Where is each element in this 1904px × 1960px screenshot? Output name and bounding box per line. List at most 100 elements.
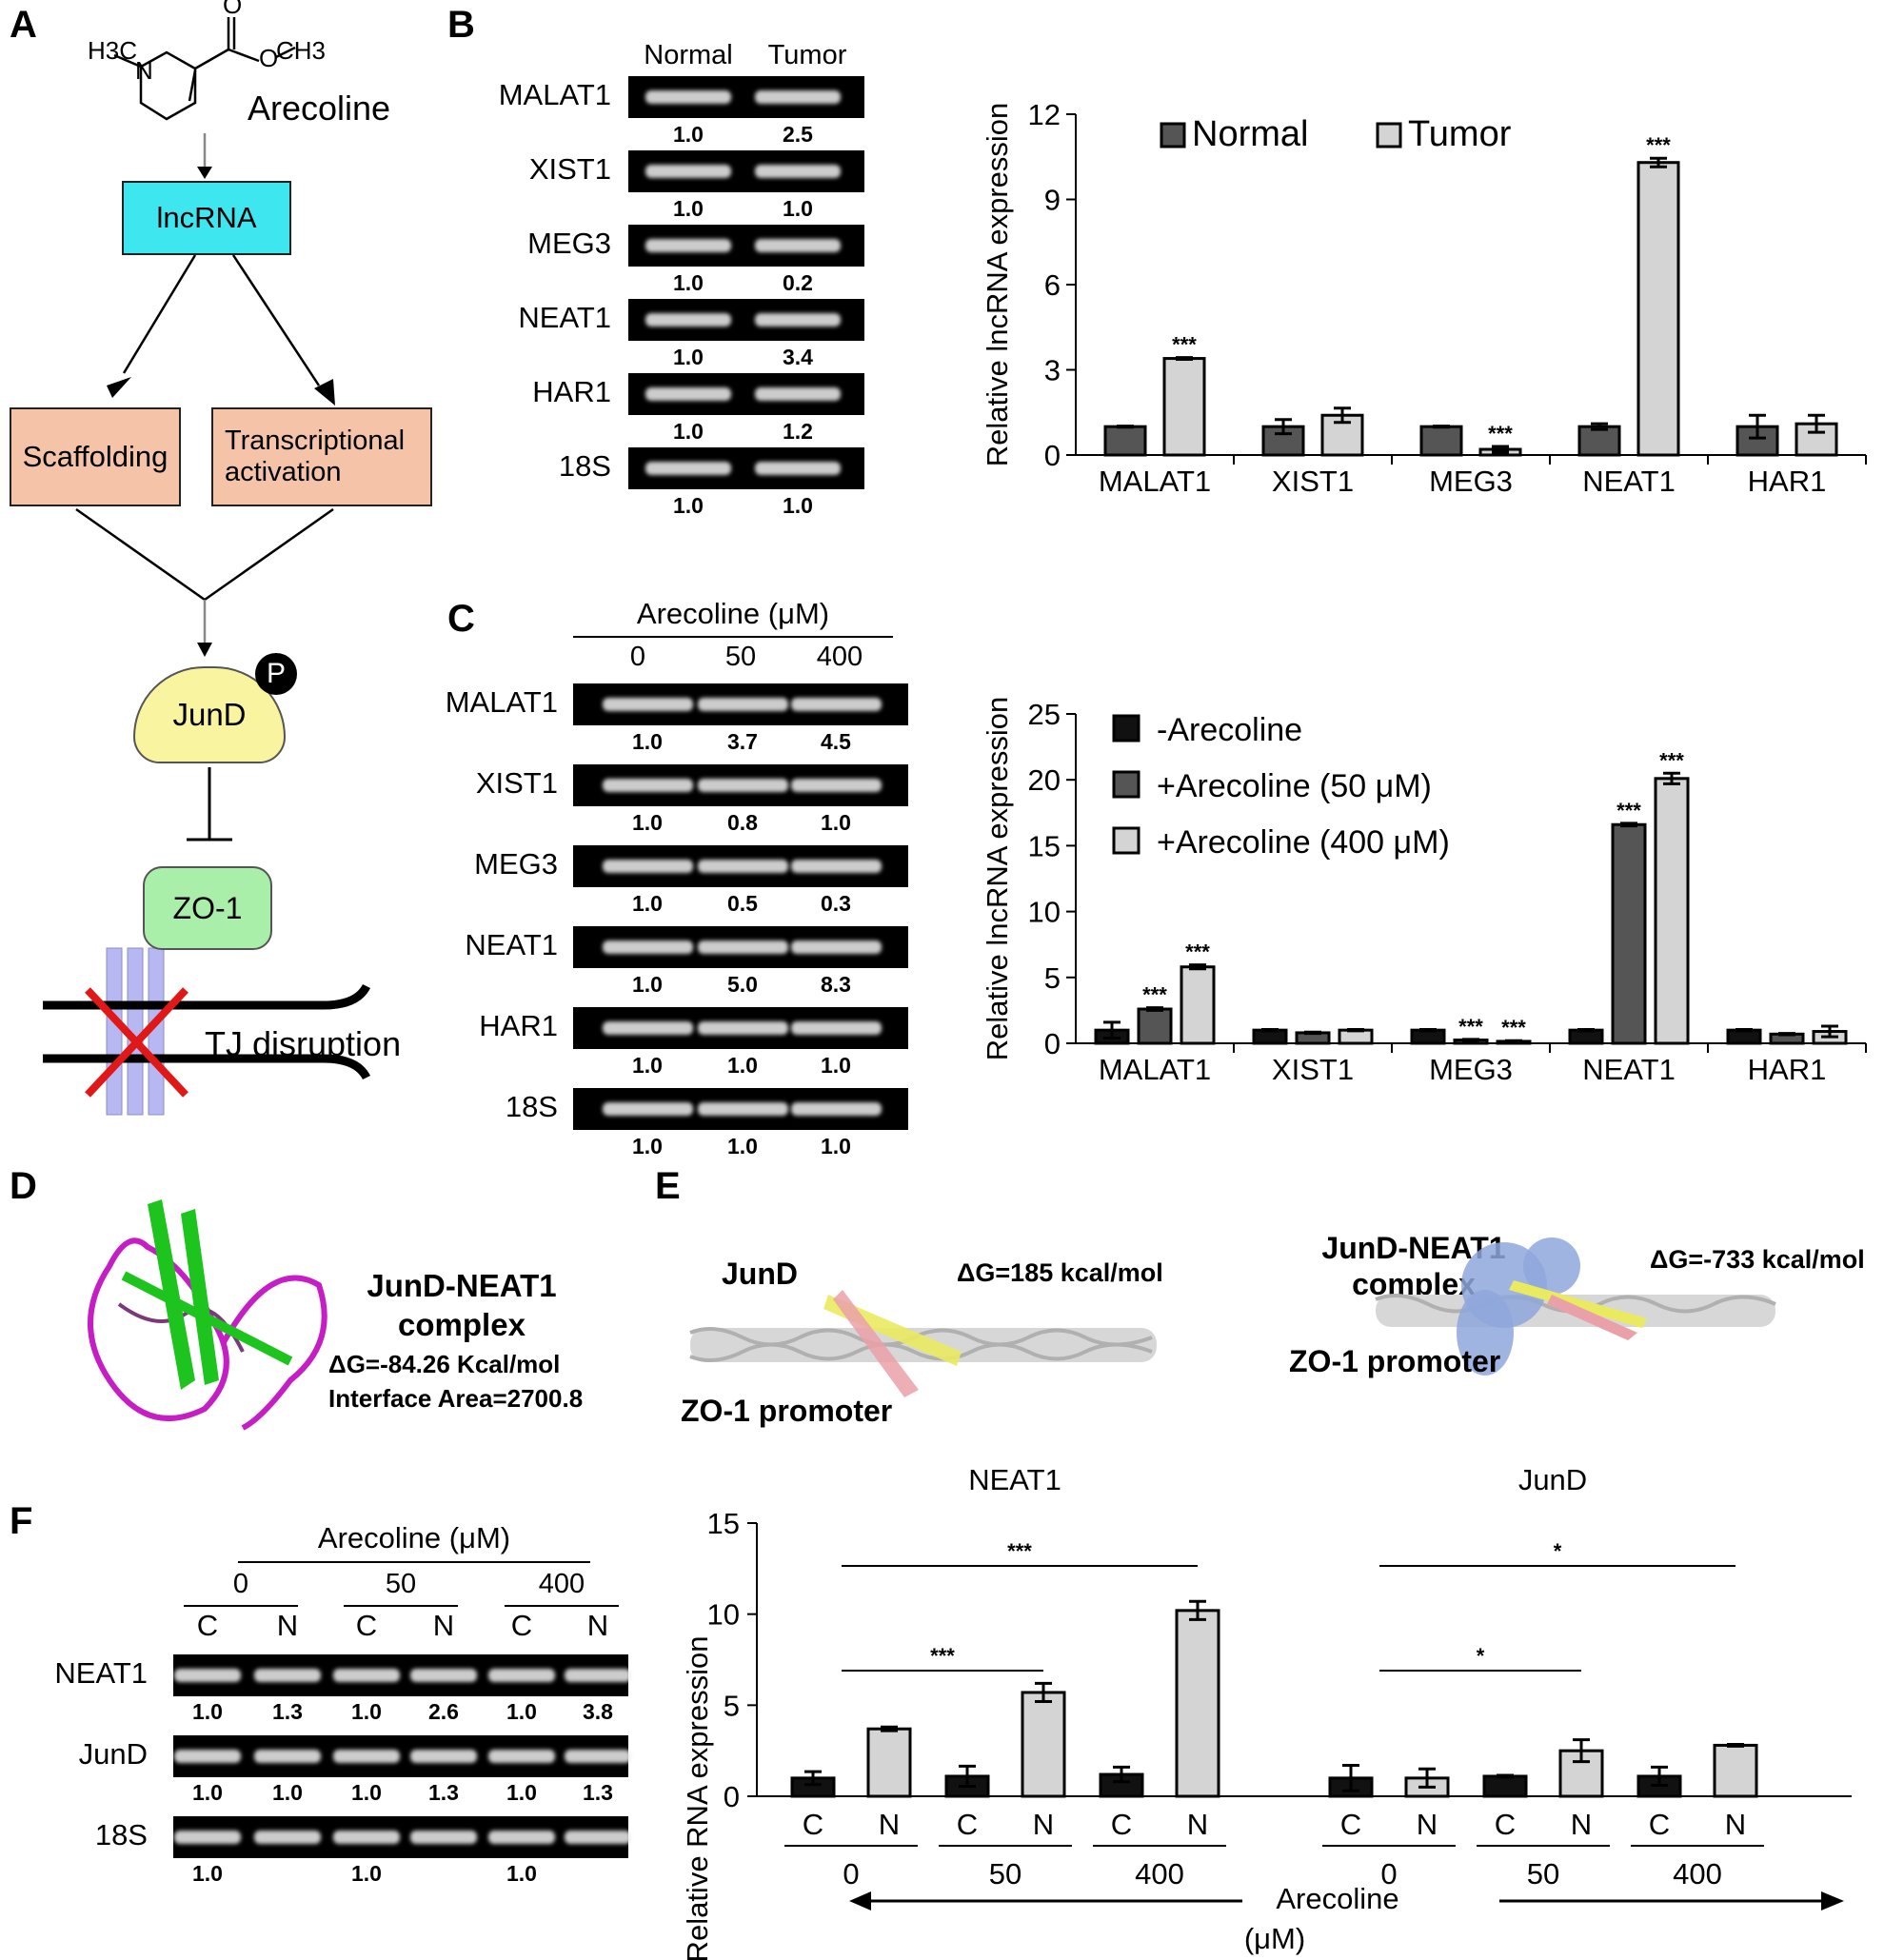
legend-swatch xyxy=(1112,770,1140,799)
legend-swatch xyxy=(1160,122,1186,148)
significance-label: *** xyxy=(930,1644,955,1668)
gel-row-label: 18S xyxy=(558,449,611,483)
zo1-box: ZO-1 xyxy=(143,866,272,950)
transcriptional-box: Transcriptional activation xyxy=(211,407,432,506)
gel-strip xyxy=(173,1816,628,1858)
panel-a-diagram: H3C N O O CH3 Arecoline xyxy=(43,0,390,1116)
gel-band xyxy=(254,1831,321,1844)
gel-quant: 1.3 xyxy=(272,1699,303,1724)
fraction-label: N xyxy=(1725,1808,1746,1841)
bar xyxy=(1795,422,1838,457)
gel-band xyxy=(333,1750,400,1763)
gel-quant: 1.0 xyxy=(192,1780,223,1805)
significance-label: *** xyxy=(1659,748,1684,772)
fraction-label: N xyxy=(1033,1808,1054,1841)
panel-c-header: Arecoline (μM) xyxy=(636,597,830,630)
y-tick-label: 10 xyxy=(707,1598,740,1632)
gel-band xyxy=(755,90,841,104)
jund-dna-docking-image xyxy=(689,1290,1157,1397)
gel-quant: 4.5 xyxy=(821,729,851,754)
y-axis-label: Relative lncRNA expression xyxy=(981,103,1014,467)
gel-band xyxy=(602,1021,693,1035)
panel-e-jund: JunD xyxy=(722,1257,798,1291)
fraction-label: N xyxy=(1417,1808,1438,1841)
panel-d-letter: D xyxy=(10,1165,37,1207)
gel-quant: 1.0 xyxy=(673,493,704,518)
panel-f-fraction-head: C xyxy=(196,1609,219,1642)
significance-label: *** xyxy=(1646,133,1671,157)
legend-label: -Arecoline xyxy=(1157,712,1302,748)
y-tick-label: 15 xyxy=(1028,829,1061,862)
gel-quant: 2.6 xyxy=(428,1699,459,1724)
legend-label: Normal xyxy=(1192,114,1308,154)
branch-arrows xyxy=(122,254,321,386)
gel-band xyxy=(697,779,788,792)
gel-row-label: MALAT1 xyxy=(445,685,558,719)
gel-row-label: NEAT1 xyxy=(518,301,611,334)
panel-b-column-head: Tumor xyxy=(767,40,847,70)
gel-quant: 1.0 xyxy=(821,1134,851,1158)
gel-band xyxy=(333,1669,400,1682)
gel-row-label: XIST1 xyxy=(528,152,611,186)
gel-band xyxy=(174,1750,241,1763)
gel-band xyxy=(254,1750,321,1763)
gel-band xyxy=(645,313,731,327)
x-category-label: XIST1 xyxy=(1272,1053,1354,1086)
gel-strip xyxy=(173,1654,628,1696)
gel-row-label: NEAT1 xyxy=(465,928,558,961)
rna-protein-structure-image xyxy=(88,1199,327,1431)
dose-label: 0 xyxy=(1380,1857,1397,1891)
inhibit-symbol xyxy=(187,767,232,841)
panel-f-fraction-head: C xyxy=(355,1609,378,1642)
significance-label: *** xyxy=(1172,333,1197,357)
gel-band xyxy=(645,165,731,178)
panel-f-letter: F xyxy=(10,1500,33,1542)
gel-quant: 0.2 xyxy=(783,270,813,295)
panel-c-column-head: 400 xyxy=(816,642,863,672)
x-category-label: MEG3 xyxy=(1429,1053,1513,1086)
gel-quant: 1.0 xyxy=(783,196,813,221)
arecoline-label: Arecoline xyxy=(248,89,390,128)
gel-band xyxy=(488,1750,555,1763)
gel-quant: 1.0 xyxy=(673,122,704,147)
fraction-label: C xyxy=(957,1808,978,1841)
significance-label: *** xyxy=(1488,422,1513,445)
gel-quant: 1.0 xyxy=(632,810,663,835)
gel-quant: 2.5 xyxy=(783,122,813,147)
significance-label: *** xyxy=(1007,1539,1032,1563)
panel-f-fraction-head: N xyxy=(276,1609,299,1642)
panel-c-column-head: 0 xyxy=(629,642,646,672)
phospho-icon: P xyxy=(255,653,297,695)
gel-band xyxy=(488,1669,555,1682)
gel-row-label: HAR1 xyxy=(532,375,611,408)
gel-band xyxy=(755,387,841,401)
gel-quant: 1.0 xyxy=(632,1053,663,1078)
gel-band xyxy=(602,779,693,792)
scaffolding-box: Scaffolding xyxy=(10,407,181,506)
significance-label: * xyxy=(1554,1539,1562,1563)
significance-label: *** xyxy=(1458,1015,1483,1039)
fraction-label: C xyxy=(1649,1808,1670,1841)
bar xyxy=(1162,357,1206,457)
bar xyxy=(1636,161,1680,457)
gel-band xyxy=(790,779,882,792)
arrow-head-left xyxy=(849,1891,871,1911)
y-axis-label: Relative RNA expression xyxy=(681,1636,714,1960)
gel-row-label: MALAT1 xyxy=(498,78,611,111)
panel-f-fraction-head: N xyxy=(586,1609,609,1642)
bar xyxy=(1021,1691,1066,1798)
panel-f-fraction-head: C xyxy=(510,1609,533,1642)
gel-band xyxy=(488,1831,555,1844)
tj-disruption-label: TJ disruption xyxy=(205,1024,402,1063)
gel-band xyxy=(565,1831,631,1844)
panel-d-dg: ΔG=-84.26 Kcal/mol xyxy=(328,1350,561,1378)
gel-band xyxy=(645,90,731,104)
significance-label: *** xyxy=(1142,983,1167,1007)
gel-band xyxy=(410,1669,477,1682)
x-category-label: MALAT1 xyxy=(1099,1053,1211,1086)
phospho-label: P xyxy=(266,658,286,689)
gel-band xyxy=(697,860,788,873)
panel-f-dose-head: 0 xyxy=(232,1569,249,1599)
